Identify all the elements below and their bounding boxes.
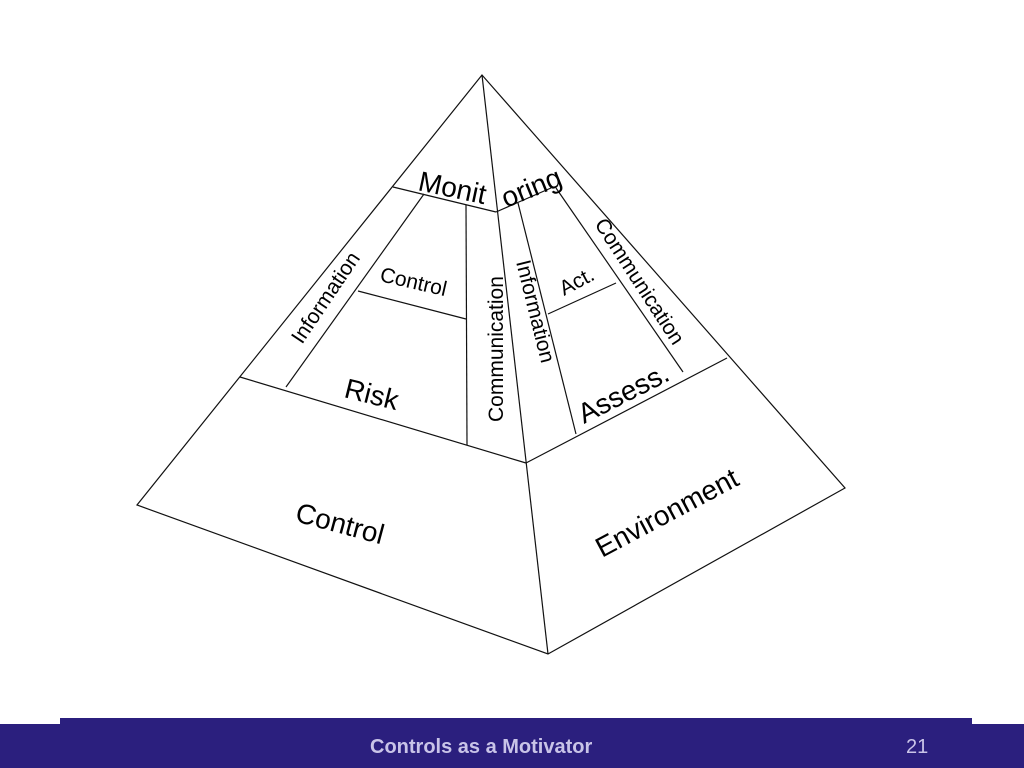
pyramid-ridge (481, 74, 549, 655)
right-comm-divider (555, 187, 684, 373)
footer-bar (0, 718, 1024, 768)
page-number: 21 (906, 736, 929, 758)
base-band-right-edge (525, 357, 728, 464)
footer-notch-right (972, 718, 1024, 724)
footer-title: Controls as a Motivator (370, 736, 593, 758)
coso-pyramid-diagram: Monit oring Information Control Risk Com… (136, 74, 846, 655)
left-comm-divider (465, 204, 468, 446)
monitoring-band-left-edge (392, 186, 497, 213)
footer-notch-left (0, 718, 60, 724)
left-info-divider (285, 193, 425, 388)
monitoring-band-right-edge (495, 187, 552, 213)
right-act-assess-divider (547, 282, 617, 315)
right-info-divider (517, 202, 577, 435)
base-band-left-edge (239, 376, 527, 464)
label-communication-center: Communication (485, 276, 508, 422)
left-control-risk-divider (357, 290, 467, 320)
